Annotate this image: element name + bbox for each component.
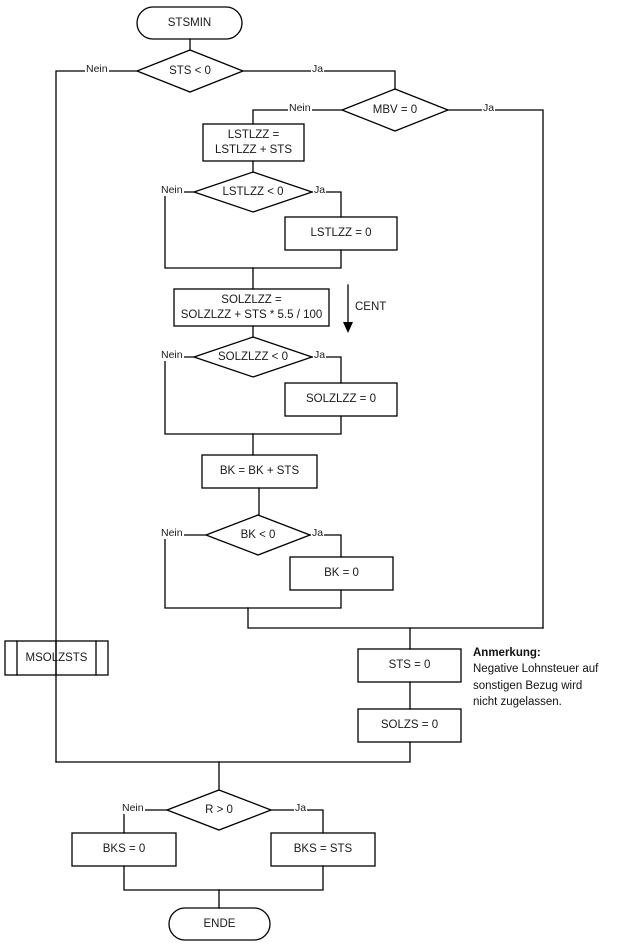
shape-decision-bk: [204, 514, 312, 556]
edge-bk-zero-merge: [247, 589, 342, 609]
edge-bk-nein: [164, 534, 249, 609]
shape-process-lstlzz-zero: [284, 216, 398, 251]
cent-label: CENT: [355, 301, 387, 313]
edge-label-lstlzz-nein: Nein: [160, 184, 184, 196]
shape-end: [168, 907, 271, 941]
edge-r-ja: [270, 809, 324, 834]
shape-process-solzs-zero: [357, 708, 462, 743]
edge-solzlzz-zero-merge: [252, 415, 342, 435]
shape-process-solzlzz-add: [173, 288, 330, 327]
edge-label-mbv-ja: Ja: [482, 102, 496, 114]
shape-start: [136, 6, 243, 40]
edge-label-bk-ja: Ja: [311, 527, 325, 539]
edge-label-bk-nein: Nein: [160, 527, 184, 539]
shape-process-sts-zero: [357, 648, 462, 683]
shape-decision-mbv: [340, 88, 450, 132]
shape-decision-r: [165, 789, 273, 831]
shape-decision-sts: [135, 49, 245, 93]
shape-decision-lstlzz: [191, 171, 315, 213]
shape-process-bks-sts: [270, 832, 376, 867]
side-note-body: Negative Lohnsteuer auf sonstigen Bezug …: [473, 663, 599, 708]
side-note-anmerkung: Anmerkung: Negative Lohnsteuer auf sonst…: [473, 645, 629, 710]
edge-bks-zero-merge: [123, 865, 220, 891]
edge-label-solzlzz-ja: Ja: [313, 349, 327, 361]
shape-process-bks-zero: [71, 832, 177, 867]
edge-label-lstlzz-ja: Ja: [313, 184, 327, 196]
cent-arrow-head: [343, 322, 353, 333]
side-note-title: Anmerkung:: [473, 647, 541, 659]
shape-decision-solzlzz: [191, 336, 315, 378]
edge-solzs-zero-to-bottom: [55, 741, 411, 763]
edge-label-solzlzz-nein: Nein: [160, 349, 184, 361]
edge-bks-sts-merge: [218, 865, 324, 891]
shape-process-solzlzz-zero: [284, 382, 398, 417]
edge-bk-merge-down: [247, 607, 544, 629]
edge-label-r-nein: Nein: [121, 802, 145, 814]
edge-label-sts-ja: Ja: [311, 63, 325, 75]
edge-label-r-ja: Ja: [294, 802, 308, 814]
edge-label-sts-nein: Nein: [85, 63, 109, 75]
shape-process-bk-zero: [289, 556, 394, 591]
edge-label-mbv-nein: Nein: [288, 102, 312, 114]
shape-process-bk-add: [201, 454, 318, 489]
edge-sts-nein: [55, 70, 138, 763]
edge-mbv-ja: [447, 109, 544, 629]
edge-mbv-nein: [252, 109, 343, 125]
shape-process-lstlzz-add: [202, 123, 305, 162]
edge-lstlzz-zero-merge: [252, 249, 342, 269]
edge-sts-ja: [242, 70, 396, 90]
